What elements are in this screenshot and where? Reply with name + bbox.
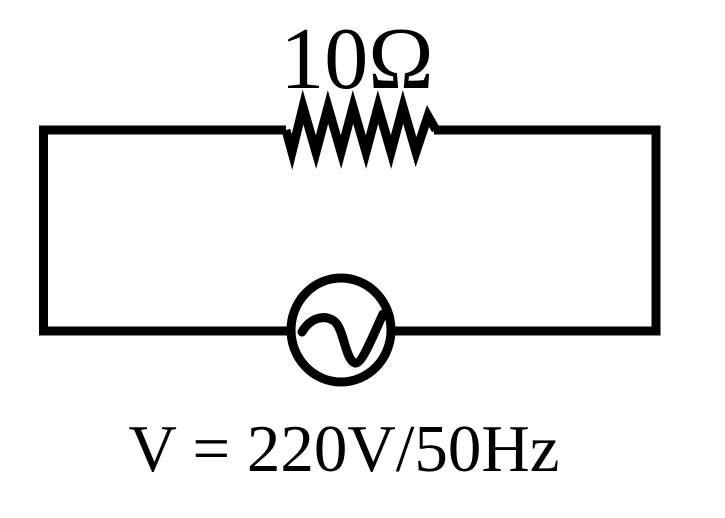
circuit-wire-left-loop bbox=[39, 125, 288, 336]
resistor-label: 10Ω bbox=[280, 11, 433, 108]
resistor-icon bbox=[281, 89, 440, 170]
source-label: V = 220V/50Hz bbox=[128, 412, 559, 486]
circuit-wire-right-loop bbox=[394, 125, 661, 336]
sine-wave-icon bbox=[297, 309, 388, 368]
